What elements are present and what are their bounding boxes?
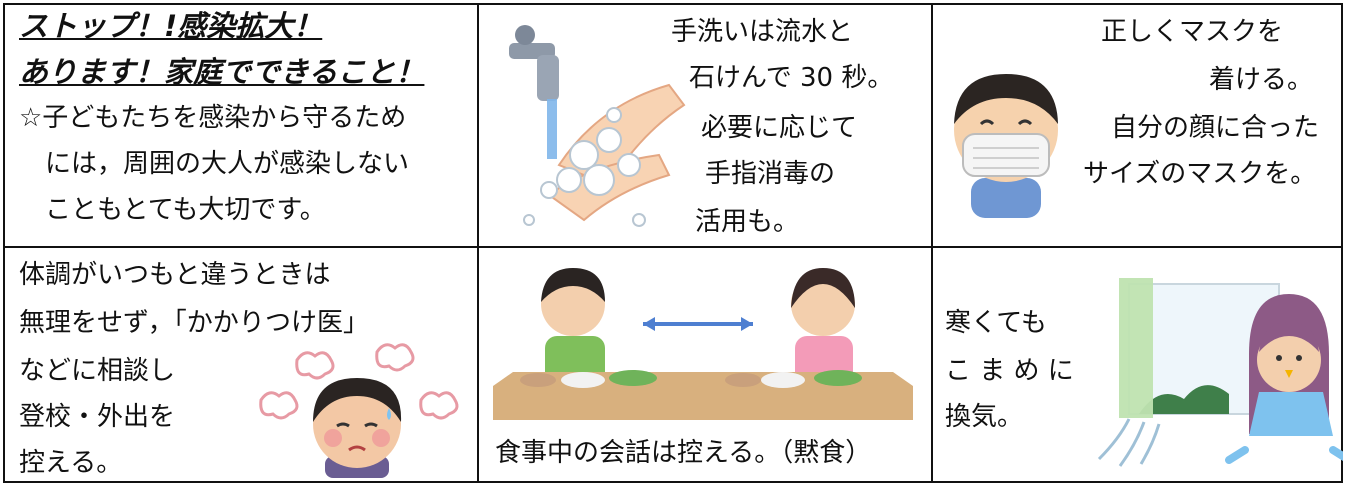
title-line-2: あります！家庭でできること！ (19, 55, 425, 89)
unwell-line-5: 控える。 (19, 448, 123, 478)
unwell-cell: 体調がいつもと違うときは 無理をせず，「かかりつけ医」 などに相談し 登校・外出… (5, 248, 477, 481)
intro-line-3: こともとても大切です。 (45, 195, 326, 225)
mask-line-4: サイズのマスクを。 (1083, 159, 1317, 189)
handwash-line-5: 活用も。 (695, 207, 800, 237)
handwash-line-2: 石けんで 30 秒。 (689, 63, 894, 93)
grid-divider (477, 5, 479, 481)
unwell-line-2: 無理をせず，「かかりつけ医」 (19, 308, 369, 338)
intro-cell: ストップ！!感染拡大！ あります！家庭でできること！ ☆子どもたちを感染から守る… (5, 5, 477, 246)
title-line-1: ストップ！!感染拡大！ (19, 9, 323, 43)
handwash-line-3: 必要に応じて (701, 113, 858, 143)
handwash-line-4: 手指消毒の (705, 159, 836, 189)
intro-line-1: ☆子どもたちを感染から守るため (19, 103, 407, 133)
unwell-line-4: 登校・外出を (19, 402, 176, 432)
ventilation-line-1: 寒くても (945, 308, 1047, 338)
grid-divider (5, 246, 1341, 248)
handwash-line-1: 手洗いは流水と (671, 17, 854, 47)
info-grid: ストップ！!感染拡大！ あります！家庭でできること！ ☆子どもたちを感染から守る… (3, 3, 1343, 483)
silent-eating-cell: 食事中の会話は控える。（黙食） (479, 248, 931, 481)
handwash-illustration (509, 25, 686, 227)
mask-line-1: 正しくマスクを (1101, 17, 1284, 47)
intro-line-2: には，周囲の大人が感染しない (45, 149, 410, 179)
handwash-cell: 手洗いは流水と 石けんで 30 秒。 必要に応じて 手指消毒の 活用も。 (479, 5, 931, 246)
grid-divider (931, 5, 933, 481)
mask-line-3: 自分の顔に合った (1111, 113, 1320, 143)
ventilation-illustration (1097, 278, 1343, 467)
sick-boy-illustration (259, 343, 459, 478)
ventilation-line-3: 換気。 (945, 402, 1024, 432)
ventilation-cell: 寒くても こ ま め に 換気。 (933, 248, 1343, 481)
mask-line-2: 着ける。 (1209, 65, 1314, 95)
silent-eating-illustration (493, 268, 913, 420)
silent-eating-caption: 食事中の会話は控える。（黙食） (495, 438, 872, 468)
mask-cell: 正しくマスクを 着ける。 自分の顔に合った サイズのマスクを。 (933, 5, 1343, 246)
ventilation-line-2: こ ま め に (945, 356, 1074, 386)
mask-boy-illustration (954, 74, 1058, 218)
unwell-line-1: 体調がいつもと違うときは (19, 260, 331, 290)
unwell-line-3: などに相談し (19, 356, 176, 386)
